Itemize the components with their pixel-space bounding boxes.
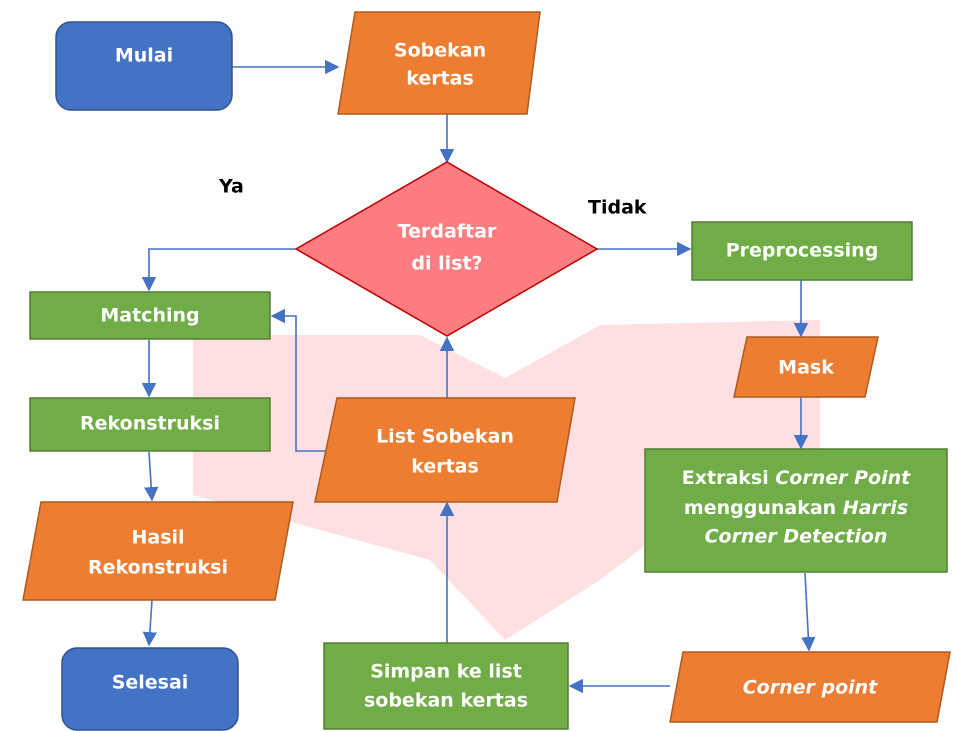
node-mulai-label: Mulai [115, 45, 173, 67]
node-selesai: Selesai [61, 647, 239, 731]
node-mask: Mask [733, 336, 879, 398]
node-corner-point-label: Corner point [743, 677, 878, 699]
arrow-rekonstruksi-to-hasil [144, 451, 159, 502]
node-hasil-rekonstruksi: Hasil Rekonstruksi [22, 501, 294, 601]
branch-label-yes: Ya [218, 176, 244, 198]
branch-label-no: Tidak [588, 197, 647, 219]
node-selesai-label: Selesai [112, 672, 189, 694]
node-mulai: Mulai [55, 21, 233, 111]
node-extraksi: Extraksi Corner Point menggunakan Harris… [644, 448, 948, 573]
node-matching: Matching [29, 291, 271, 340]
node-extraksi-line1-b: Corner Point [775, 467, 911, 489]
node-terdaftar-line1: Terdaftar [398, 221, 497, 243]
arrow-listsobekan-to-matching [270, 308, 330, 452]
node-terdaftar-line2: di list? [411, 253, 482, 275]
node-terdaftar-decision: Terdaftar di list? [294, 161, 599, 337]
node-simpan-line2: sobekan kertas [364, 690, 528, 712]
node-sobekan-kertas-line2: kertas [406, 68, 474, 90]
node-simpan-line1: Simpan ke list [370, 661, 522, 683]
node-extraksi-line1-a: Extraksi [682, 467, 776, 489]
connectors [141, 59, 816, 694]
node-list-sobekan-line1: List Sobekan [376, 426, 514, 448]
node-extraksi-line3: Corner Detection [705, 526, 888, 548]
node-rekonstruksi-label: Rekonstruksi [80, 413, 220, 435]
node-corner-point: Corner point [669, 651, 951, 723]
node-extraksi-line2-b: Harris [843, 497, 908, 519]
arrow-extraksi-to-cornerpoint [801, 572, 816, 652]
arrow-terdaftar-to-matching [141, 248, 296, 292]
node-list-sobekan: List Sobekan kertas [314, 397, 576, 503]
node-preprocessing: Preprocessing [691, 221, 913, 281]
node-hasil-line1: Hasil [131, 527, 184, 549]
arrow-hasil-to-selesai [142, 599, 158, 647]
node-mask-label: Mask [778, 357, 834, 379]
node-extraksi-line2-a: menggunakan [684, 497, 843, 519]
node-list-sobekan-line2: kertas [411, 456, 479, 478]
node-sobekan-kertas-line1: Sobekan [394, 40, 486, 62]
node-hasil-line2: Rekonstruksi [88, 557, 228, 579]
node-rekonstruksi: Rekonstruksi [29, 397, 271, 452]
node-preprocessing-label: Preprocessing [726, 240, 879, 262]
node-sobekan-kertas: Sobekan kertas [337, 11, 541, 115]
node-matching-label: Matching [100, 305, 199, 327]
node-extraksi-line2: menggunakan Harris [684, 497, 908, 519]
node-extraksi-line1: Extraksi Corner Point [682, 467, 911, 489]
node-simpan: Simpan ke list sobekan kertas [323, 642, 569, 730]
